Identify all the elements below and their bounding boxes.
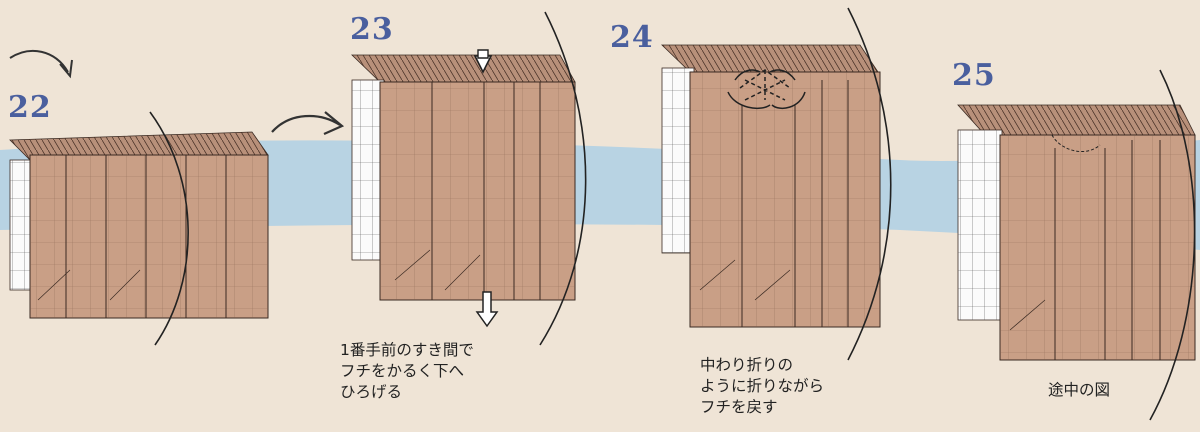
fold-curve (149, 111, 189, 346)
step-23-caption: 1番手前のすき間で フチをかるく下へ ひろげる (340, 341, 474, 401)
step-number-23: 23 (350, 12, 394, 47)
step-22-figure (9, 49, 269, 346)
fold-curve (1149, 69, 1196, 421)
step-number-24: 24 (610, 20, 654, 55)
fold-curve (847, 7, 892, 361)
step-24-figure (661, 7, 892, 361)
curved-arrow-icon (9, 49, 69, 73)
inside-reverse-fold-arrows-icon (727, 69, 806, 109)
step-25-caption: 途中の図 (1048, 381, 1111, 399)
step-25-figure (957, 69, 1196, 421)
curved-arrow-icon (271, 114, 341, 133)
step-24-caption: 中わり折りの ように折りながら フチを戻す (700, 356, 825, 416)
step-number-22: 22 (8, 90, 52, 125)
step-number-25: 25 (952, 58, 996, 93)
pull-down-arrow-icon (475, 291, 499, 328)
fold-curve (539, 11, 587, 346)
water-band (0, 140, 1200, 250)
step-23-figure (351, 11, 587, 346)
